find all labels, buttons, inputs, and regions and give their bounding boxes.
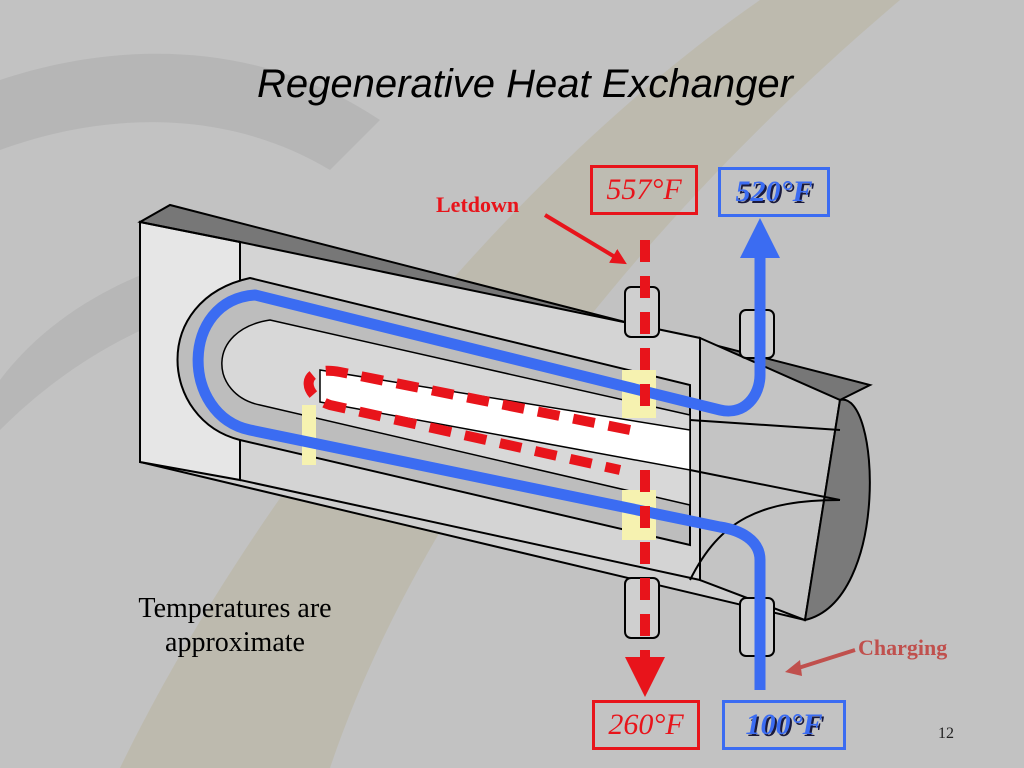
letdown-inlet-temp: 557°F xyxy=(590,165,698,215)
charging-outlet-temp: 520°F xyxy=(718,167,830,217)
charging-flow-path xyxy=(192,240,766,690)
charging-out-arrow xyxy=(740,218,780,258)
charging-pointer-head xyxy=(785,660,802,676)
charging-inlet-temp: 100°F xyxy=(722,700,846,750)
letdown-label: Letdown xyxy=(436,192,520,217)
letdown-out-arrow xyxy=(625,657,665,697)
approximation-note: Temperatures are approximate xyxy=(138,593,332,658)
letdown-inner-flow xyxy=(303,365,631,475)
letdown-pointer xyxy=(543,213,627,265)
page-number: 12 xyxy=(938,725,954,742)
baffle-strip xyxy=(302,405,316,465)
charging-label: Charging xyxy=(858,635,948,660)
letdown-outlet-temp: 260°F xyxy=(592,700,700,750)
charging-pointer xyxy=(791,648,856,672)
slide-title: Regenerative Heat Exchanger xyxy=(257,62,793,106)
